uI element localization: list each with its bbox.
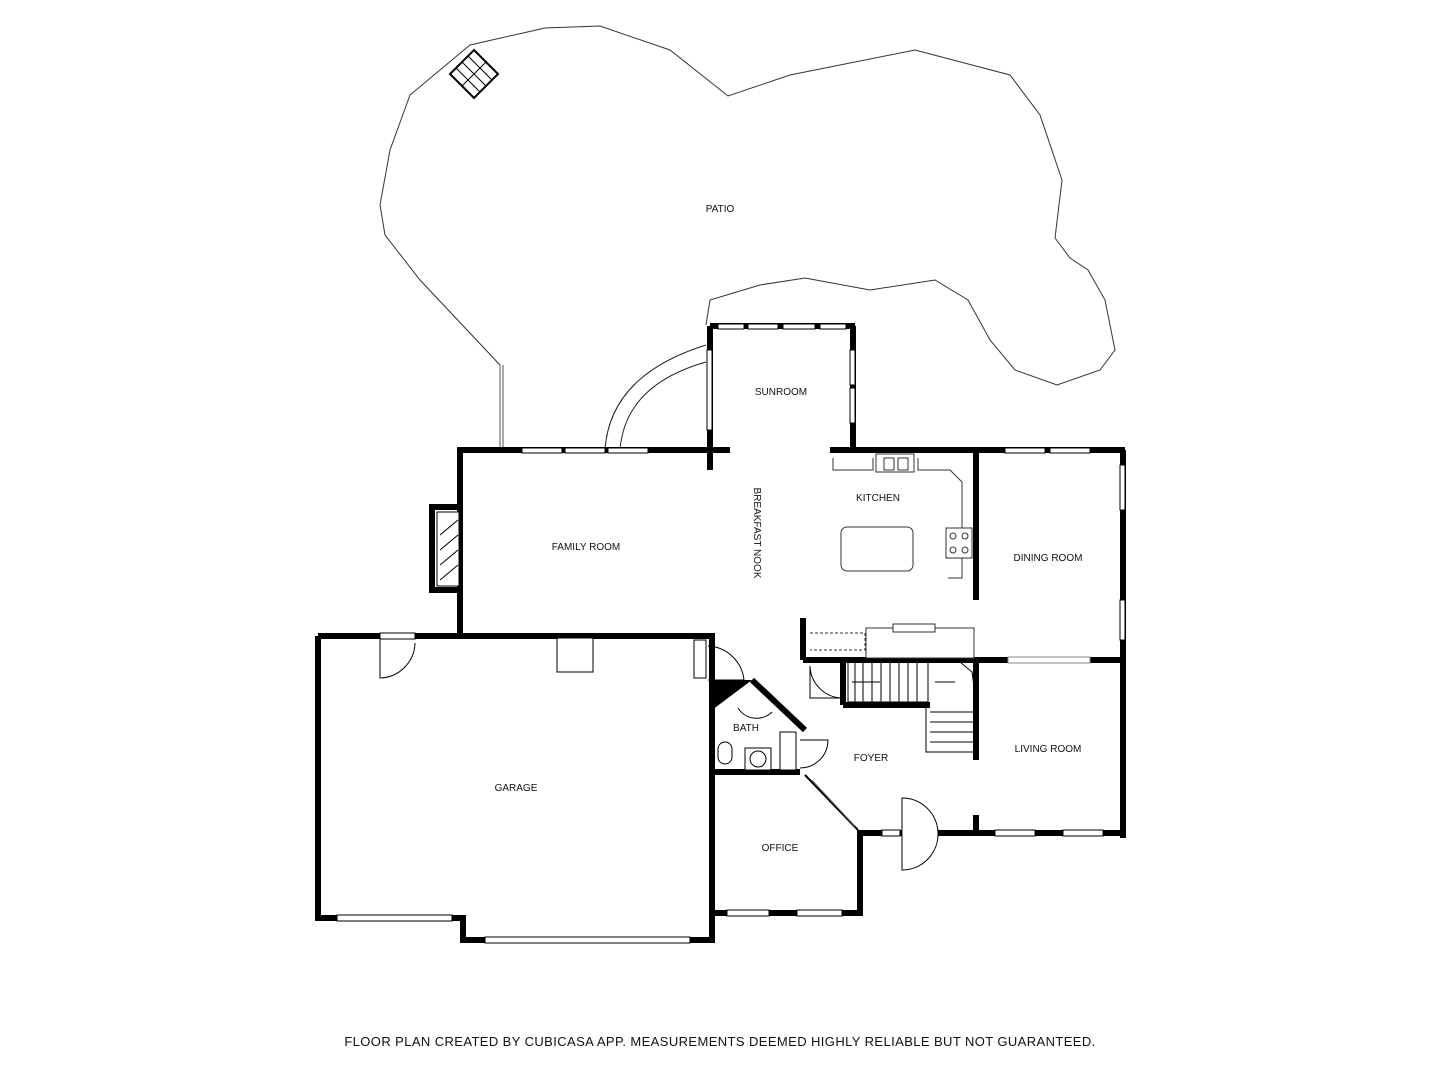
kitchen-counters (810, 453, 975, 659)
label-dining-room: DINING ROOM (1014, 553, 1083, 564)
office-walls (709, 772, 883, 916)
label-bath: BATH (733, 723, 759, 734)
label-patio: PATIO (706, 204, 735, 215)
garage-walls (315, 633, 715, 943)
label-foyer: FOYER (854, 753, 888, 764)
patio-fire-pit-icon (448, 48, 500, 100)
kitchen-island (840, 526, 914, 572)
front-door-icon (901, 797, 939, 871)
label-garage: GARAGE (495, 783, 538, 794)
label-breakfast-nook: BREAKFAST NOOK (751, 488, 762, 579)
label-family-room: FAMILY ROOM (552, 542, 621, 553)
label-office: OFFICE (762, 843, 799, 854)
staircase-icon (840, 661, 977, 753)
fireplace-icon (436, 511, 460, 587)
label-living-room: LIVING ROOM (1015, 744, 1082, 755)
patio-outline (379, 25, 1116, 386)
disclaimer-text: FLOOR PLAN CREATED BY CUBICASA APP. MEAS… (344, 1034, 1096, 1049)
label-kitchen: KITCHEN (856, 493, 900, 504)
label-sunroom: SUNROOM (755, 387, 807, 398)
